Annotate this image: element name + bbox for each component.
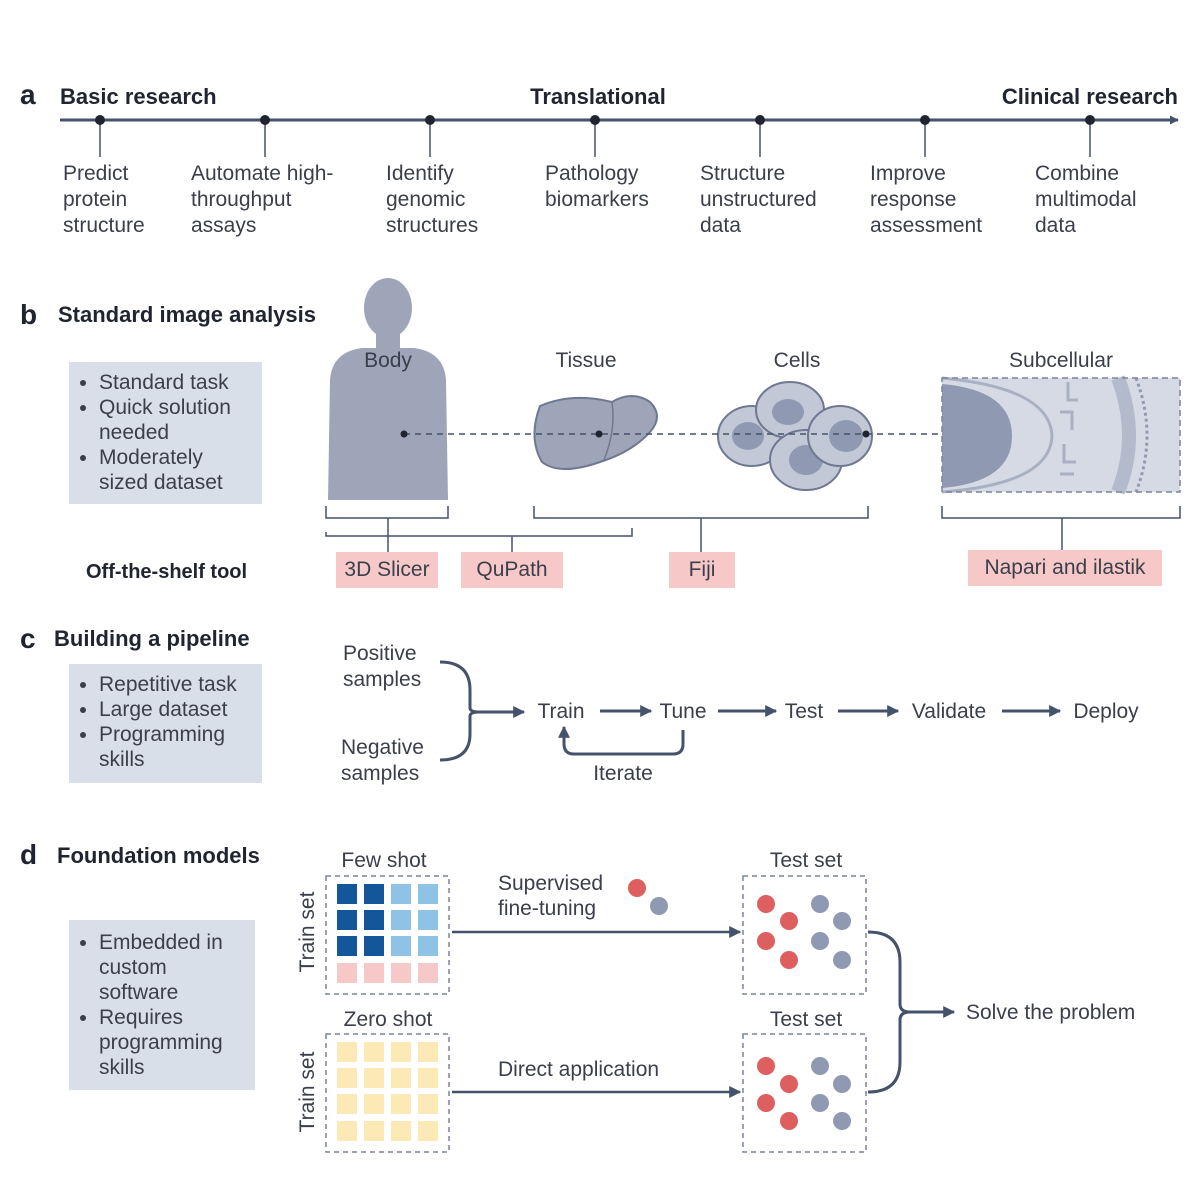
- header-translational: Translational: [530, 84, 666, 109]
- cells-marker-dot: [862, 430, 870, 438]
- criteria-item: Standard task: [99, 370, 252, 395]
- stage-label-line: Automate high-: [191, 162, 333, 185]
- negative-samples-line: Negative: [341, 736, 424, 759]
- header-clinical-research: Clinical research: [1002, 84, 1178, 109]
- stage-label-line: data: [700, 214, 741, 237]
- liver-tissue-icon: [533, 395, 658, 470]
- stage-identify-genomic: Identify genomic structures: [386, 115, 478, 237]
- stage-automate-assays: Automate high- throughput assays: [191, 115, 333, 237]
- tissue-marker-dot: [595, 430, 603, 438]
- stage-label-line: assays: [191, 214, 256, 237]
- body-silhouette-icon: [328, 278, 448, 500]
- criteria-item: Embedded in custom software: [99, 930, 245, 1005]
- step-tune: Tune: [659, 700, 706, 723]
- panel-c-criteria-box: Repetitive task Large dataset Programmin…: [69, 664, 262, 783]
- step-train: Train: [537, 700, 584, 723]
- positive-samples-line: samples: [343, 668, 421, 691]
- criteria-item: Requires programming skills: [99, 1005, 245, 1080]
- scale-label-cells: Cells: [774, 349, 821, 372]
- body-marker-dot: [400, 430, 408, 438]
- step-deploy: Deploy: [1073, 700, 1139, 723]
- tool-qupath: QuPath: [461, 552, 563, 588]
- off-the-shelf-tool-label: Off-the-shelf tool: [86, 561, 247, 583]
- iterate-loop-arrow: [558, 725, 685, 756]
- train-set-label-zero: Train set: [296, 1051, 319, 1132]
- train-set-label-few: Train set: [296, 891, 319, 972]
- panel-d-title: Foundation models: [57, 843, 260, 868]
- scale-label-tissue: Tissue: [555, 349, 616, 372]
- panel-b-letter: b: [20, 299, 37, 330]
- stage-label-line: structures: [386, 214, 478, 237]
- tool-fiji: Fiji: [669, 552, 735, 588]
- stage-label-line: Identify: [386, 162, 454, 185]
- few-shot-label: Few shot: [341, 849, 426, 872]
- positive-samples-line: Positive: [343, 642, 417, 665]
- panel-c-letter: c: [20, 623, 36, 654]
- iterate-label: Iterate: [593, 762, 653, 785]
- stage-label-line: response: [870, 188, 956, 211]
- stage-label-line: multimodal: [1035, 188, 1137, 211]
- panel-b-criteria-box: Standard task Quick solution needed Mode…: [69, 362, 262, 504]
- test-set-label-top: Test set: [770, 849, 843, 872]
- stage-label-line: Predict: [63, 162, 129, 185]
- red-class-dot: [628, 879, 646, 897]
- stage-label-line: Improve: [870, 162, 946, 185]
- step-test: Test: [785, 700, 824, 723]
- panel-d-criteria-box: Embedded in custom software Requires pro…: [69, 920, 255, 1090]
- panel-b-title: Standard image analysis: [58, 302, 316, 327]
- panel-d-letter: d: [20, 839, 37, 870]
- stage-label-line: data: [1035, 214, 1076, 237]
- timeline-stages: Predict protein structure Automate high-…: [63, 115, 1137, 237]
- stage-combine-multimodal: Combine multimodal data: [1035, 115, 1137, 237]
- tool-3d-slicer: 3D Slicer: [336, 552, 438, 588]
- results-merge-brace: [867, 930, 911, 1094]
- stage-response-assessment: Improve response assessment: [870, 115, 982, 237]
- test-set-label-bottom: Test set: [770, 1008, 843, 1031]
- stage-label-line: Pathology: [545, 162, 639, 185]
- criteria-item: Programming skills: [99, 722, 252, 772]
- stage-pathology-biomarkers: Pathology biomarkers: [545, 115, 649, 211]
- panel-a-letter: a: [20, 79, 36, 110]
- criteria-item: Quick solution needed: [99, 395, 252, 445]
- stage-label-line: protein: [63, 188, 127, 211]
- stage-structure-data: Structure unstructured data: [700, 115, 817, 237]
- stage-label-line: structure: [63, 214, 145, 237]
- supervised-label-line: Supervised: [498, 872, 603, 895]
- scale-label-subcellular: Subcellular: [1009, 349, 1113, 372]
- liver-lobe-line: [603, 401, 614, 461]
- samples-merge-brace: [439, 660, 481, 762]
- header-basic-research: Basic research: [60, 84, 217, 109]
- criteria-item: Large dataset: [99, 697, 252, 722]
- stage-label-line: genomic: [386, 188, 465, 211]
- negative-samples-line: samples: [341, 762, 419, 785]
- grey-class-dot: [650, 897, 668, 915]
- stage-label-line: assessment: [870, 214, 982, 237]
- solve-the-problem-label: Solve the problem: [966, 1001, 1135, 1024]
- stage-label-line: unstructured: [700, 188, 817, 211]
- stage-label-line: throughput: [191, 188, 292, 211]
- criteria-item: Moderately sized dataset: [99, 445, 252, 495]
- zero-shot-train-grid: [325, 1033, 450, 1153]
- stage-label-line: Structure: [700, 162, 785, 185]
- panel-c-title: Building a pipeline: [54, 626, 250, 651]
- cells-cluster-icon: [717, 381, 873, 491]
- tool-napari-ilastik: Napari and ilastik: [968, 550, 1162, 586]
- stage-predict-protein: Predict protein structure: [63, 115, 145, 237]
- step-validate: Validate: [912, 700, 986, 723]
- stage-label-line: Combine: [1035, 162, 1119, 185]
- subcellular-detail-icon: [941, 375, 1181, 495]
- tool-range-brackets: [325, 506, 1181, 555]
- stage-label-line: biomarkers: [545, 188, 649, 211]
- zero-shot-label: Zero shot: [344, 1008, 433, 1031]
- scale-label-body: Body: [364, 349, 412, 372]
- direct-application-label: Direct application: [498, 1058, 659, 1081]
- supervised-label-line: fine-tuning: [498, 897, 596, 920]
- few-shot-train-grid: [325, 875, 450, 995]
- criteria-item: Repetitive task: [99, 672, 252, 697]
- test-set-dots-bottom: [742, 1033, 867, 1153]
- test-set-dots-top: [742, 875, 867, 995]
